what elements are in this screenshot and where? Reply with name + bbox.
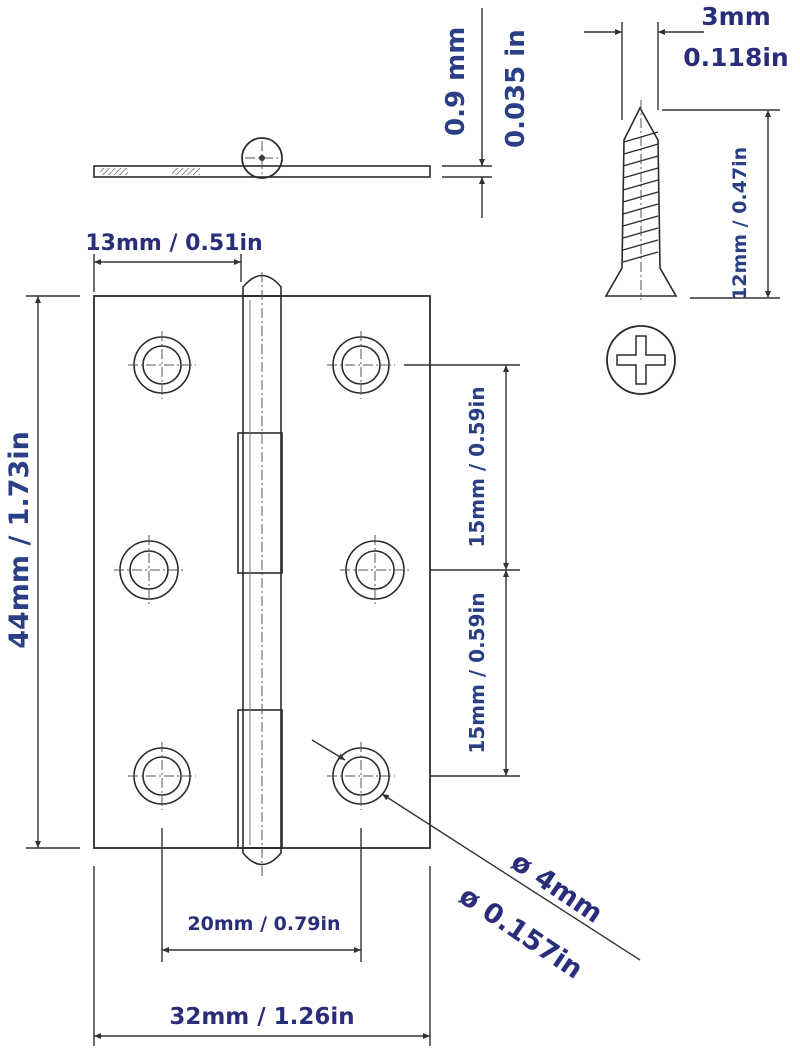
hole-spacing-dimension: 15mm / 0.59in 15mm / 0.59in — [404, 364, 520, 777]
screw-hole-bottom-right — [327, 742, 395, 810]
screw-head-view — [606, 325, 676, 395]
knuckle-cap-top — [242, 274, 282, 297]
hole-center-span-dimension: 20mm / 0.79in — [161, 828, 362, 962]
phillips-cross-icon — [616, 335, 666, 385]
side-view-hatch-left — [100, 168, 128, 175]
total-width-dimension: 32mm / 1.26in — [93, 866, 431, 1046]
hinge-front-view — [93, 272, 431, 876]
knuckle-segment-lower — [237, 709, 283, 849]
knuckle-segment-upper — [237, 432, 283, 574]
leaf-width-label: 13mm / 0.51in — [85, 231, 262, 256]
screw-length-label: 12mm / 0.47in — [729, 147, 751, 300]
hole-center-span-label: 20mm / 0.79in — [187, 913, 340, 935]
thickness-dimension: 0.9 mm 0.035 in — [441, 8, 531, 218]
thickness-mm-label: 0.9 mm — [441, 27, 471, 136]
screw-hole-top-left — [128, 331, 196, 399]
side-view-pin — [259, 155, 265, 161]
hole-spacing-lower-label: 15mm / 0.59in — [465, 592, 489, 753]
side-view-knuckle — [241, 137, 283, 179]
screw-head-circle — [606, 325, 676, 395]
screw-diameter-dimension: 3mm 0.118in — [584, 2, 789, 120]
height-dimension: 44mm / 1.73in — [4, 295, 80, 849]
screw-diameter-mm-label: 3mm — [701, 2, 771, 31]
hole-dia-arrow-in — [311, 739, 346, 761]
hole-spacing-upper-label: 15mm / 0.59in — [465, 386, 489, 547]
side-view-hatch-mid — [172, 168, 200, 175]
screw-diameter-in-label: 0.118in — [683, 43, 788, 72]
screw-hole-top-right — [327, 331, 395, 399]
screw-hole-bottom-left — [128, 742, 196, 810]
leaf-width-dimension: 13mm / 0.51in — [85, 231, 263, 292]
hinge-side-view — [93, 137, 431, 179]
screw-outline — [604, 106, 678, 297]
thickness-in-label: 0.035 in — [501, 29, 531, 148]
screw-side-view — [604, 100, 678, 300]
total-width-label: 32mm / 1.26in — [169, 1004, 354, 1030]
screw-holes — [114, 331, 410, 810]
hole-dia-leader — [381, 793, 641, 961]
knuckle-cap-bottom — [242, 847, 282, 866]
screw-hole-middle-left — [114, 535, 184, 605]
screw-hole-middle-right — [340, 535, 410, 605]
height-label: 44mm / 1.73in — [4, 431, 35, 649]
screw-length-dimension: 12mm / 0.47in — [662, 109, 780, 300]
